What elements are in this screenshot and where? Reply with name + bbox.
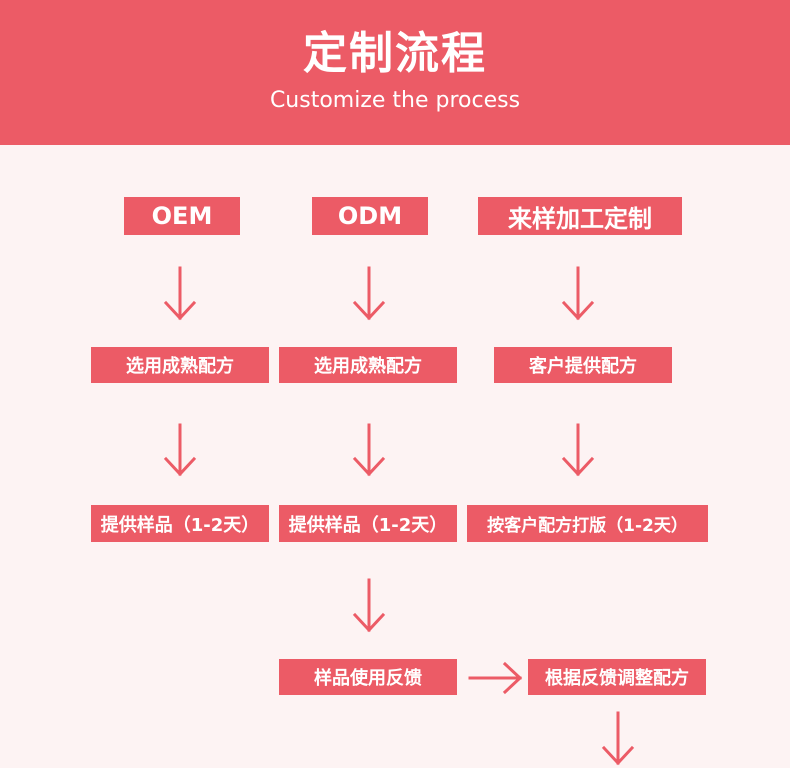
oem-step-select-formula: 选用成熟配方 <box>91 347 269 383</box>
odm-step-provide-sample: 提供样品（1-2天） <box>279 505 457 542</box>
odm-step-select-formula: 选用成熟配方 <box>279 347 457 383</box>
oem-step-provide-sample: 提供样品（1-2天） <box>91 505 269 542</box>
arrow-down-icon <box>352 578 386 633</box>
arrow-down-icon <box>163 266 197 321</box>
page-title: 定制流程 <box>303 28 487 79</box>
custom-step-proofing: 按客户配方打版（1-2天） <box>467 505 708 542</box>
sample-feedback-step: 样品使用反馈 <box>279 659 457 695</box>
arrow-right-icon <box>468 661 523 695</box>
arrow-down-icon <box>561 423 595 477</box>
arrow-down-icon <box>163 423 197 477</box>
oem-label: OEM <box>124 197 240 235</box>
header-banner: 定制流程 Customize the process <box>0 0 790 145</box>
page-subtitle: Customize the process <box>269 88 521 113</box>
arrow-down-icon <box>352 266 386 321</box>
adjust-formula-step: 根据反馈调整配方 <box>528 659 706 695</box>
custom-step-client-formula: 客户提供配方 <box>494 347 672 383</box>
custom-sample-label: 来样加工定制 <box>478 197 682 235</box>
arrow-down-icon <box>561 266 595 321</box>
arrow-down-icon <box>352 423 386 477</box>
arrow-down-icon <box>601 711 635 766</box>
odm-label: ODM <box>312 197 428 235</box>
